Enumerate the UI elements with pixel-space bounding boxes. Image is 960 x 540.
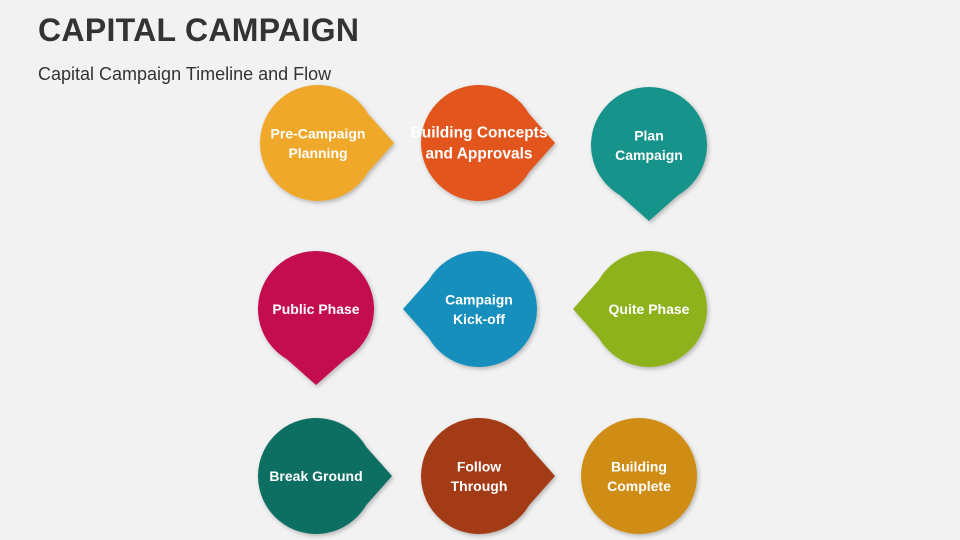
step-label-line: Quite Phase [609,301,690,317]
step-bubble [591,86,707,221]
step-label-line: Campaign [445,291,513,307]
step-label-line: Follow [457,458,501,474]
step-label-line: Planning [288,145,347,161]
page-subtitle: Capital Campaign Timeline and Flow [38,64,332,84]
step-bubble [421,418,555,535]
step-label-line: Pre-Campaign [271,125,366,141]
step-label-line: Plan [634,127,664,143]
flow-step-4: Quite Phase [573,250,707,367]
step-bubble [260,84,394,201]
step-label-line: Building Concepts [411,125,548,142]
flow-step-6: Public Phase [258,250,374,385]
step-bubble [257,418,392,534]
flow-step-2: Building Concepts and Approvals [411,84,555,201]
step-label-line: Building [611,458,667,474]
page-title: CAPITAL CAMPAIGN [38,12,360,48]
step-label-line: Public Phase [272,301,359,317]
step-bubble [573,250,707,367]
step-label-line: Kick-off [453,311,505,327]
flow-step-7: Break Ground [257,418,392,534]
step-bubble [403,250,537,367]
step-label-line: and Approvals [425,146,532,163]
step-bubble [421,84,555,201]
step-label-line: Through [451,478,508,494]
step-bubble [258,250,374,385]
step-label-line: Campaign [615,147,683,163]
step-bubble [581,418,697,534]
step-label-line: Complete [607,478,671,494]
step-label-line: Break Ground [269,468,362,484]
